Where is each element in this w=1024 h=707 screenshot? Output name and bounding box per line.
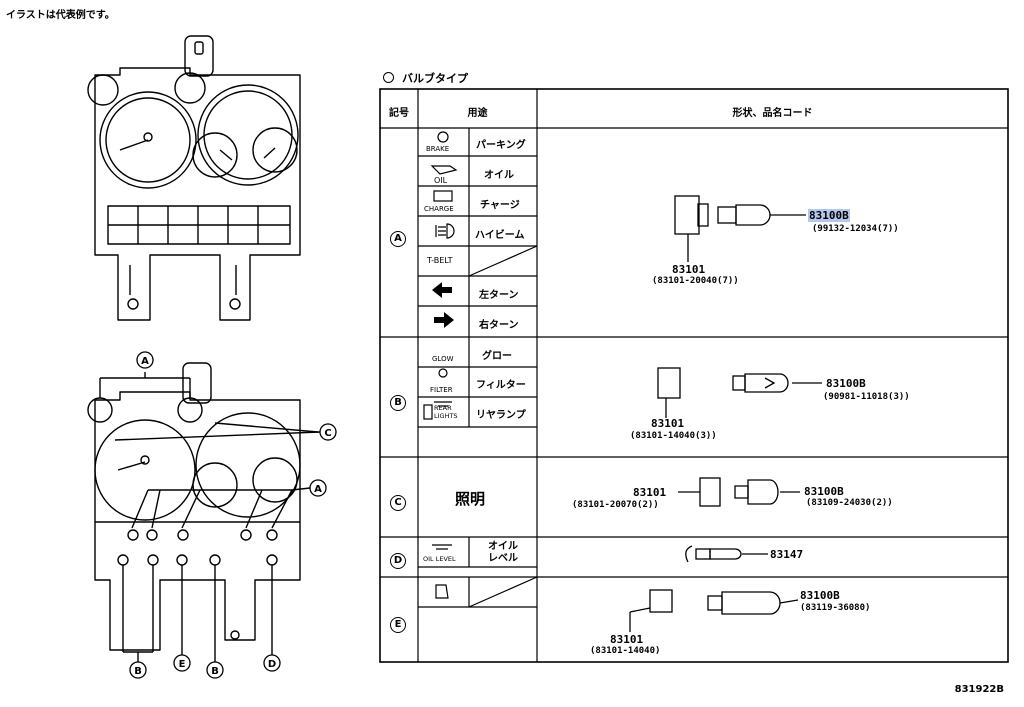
icon-label-glow: GLOW (432, 355, 454, 363)
bulb-a-drawing (735, 204, 771, 226)
socket-e-code: 83101 (610, 633, 644, 646)
bulb-e-sub: (83119-36080) (800, 603, 871, 613)
usage-high-beam: ハイビーム (475, 230, 525, 241)
icon-label-filter: FILTER (430, 386, 453, 394)
bulb-d-code: 83147 (770, 548, 804, 561)
symbol-b: B (390, 390, 406, 411)
oil-can-icon (430, 165, 458, 175)
bulb-b-code: 83100B (826, 377, 866, 390)
document-number: 831922B (954, 684, 1004, 695)
socket-e-drawing (649, 589, 673, 613)
bulb-c-drawing (747, 479, 779, 505)
header-symbol: 記号 (389, 108, 409, 119)
icon-label-oil-level: OIL LEVEL (423, 555, 456, 563)
symbol-c: C (390, 490, 406, 511)
oil-level-icon (432, 544, 452, 550)
socket-a-code: 83101 (672, 263, 706, 276)
symbol-d: D (390, 548, 406, 569)
bulb-e-drawing (721, 591, 781, 615)
socket-a-sub: (83101-20040(7)) (652, 276, 739, 286)
caption-bullet-icon (383, 72, 394, 83)
usage-rear-lamp: リヤランプ (476, 410, 526, 421)
usage-charge: チャージ (480, 200, 520, 211)
bulb-a-sub: (99132-12034(7)) (812, 224, 899, 234)
high-beam-icon (435, 223, 455, 239)
rear-lights-icon (423, 404, 433, 420)
bulb-d-drawing (709, 548, 742, 560)
left-turn-arrow-icon (432, 282, 452, 298)
figure-label-e: E (179, 659, 186, 670)
socket-c-drawing (699, 477, 721, 507)
symbol-a: A (390, 226, 406, 247)
figure-label-b-1: B (134, 666, 142, 677)
seatbelt-icon (435, 584, 449, 599)
wire-d-drawing (685, 545, 693, 563)
fuel-filter-icon (434, 401, 452, 407)
figure-label-a-right: A (314, 484, 322, 495)
icon-label-brake: BRAKE (426, 145, 450, 153)
battery-icon (433, 190, 453, 202)
icon-label-tbelt: T-BELT (427, 256, 453, 265)
icon-label-oil: OIL (434, 176, 448, 185)
socket-a-drawing (674, 195, 700, 235)
bulb-c-code: 83100B (804, 485, 844, 498)
figure-label-d: D (268, 659, 276, 670)
usage-glow: グロー (482, 351, 512, 362)
header-usage: 用途 (467, 108, 488, 119)
illustration-note: イラストは代表例です。 (6, 10, 115, 21)
bulb-e-code: 83100B (800, 589, 840, 602)
glow-plug-icon (438, 368, 448, 378)
usage-left-turn: 左ターン (479, 290, 519, 301)
bulb-b-drawing (744, 373, 789, 393)
figure-label-c: C (324, 428, 331, 439)
bulb-c-sub: (83109-24030(2)) (806, 498, 893, 508)
usage-oil: オイル (484, 170, 514, 181)
usage-right-turn: 右ターン (479, 320, 519, 331)
icon-label-charge: CHARGE (424, 205, 454, 213)
right-turn-arrow-icon (434, 312, 454, 328)
caption-text: バルブタイプ (402, 72, 468, 85)
figure-label-b-2: B (211, 666, 219, 677)
bulb-a-code: 83100B (808, 209, 850, 222)
bulb-b-sub: (90981-11018(3)) (823, 392, 910, 402)
symbol-e: E (390, 612, 406, 633)
parking-brake-icon (437, 131, 449, 143)
socket-b-drawing (657, 367, 681, 399)
socket-b-code: 83101 (651, 417, 685, 430)
socket-e-sub: (83101-14040) (590, 646, 661, 656)
figure-label-a-top: A (141, 356, 149, 367)
usage-oil-level: オイル レベル (488, 541, 518, 564)
usage-parking: パーキング (476, 140, 526, 151)
icon-label-rear-lights: REAR LIGHTS (434, 404, 458, 420)
usage-illumination: 照明 (455, 490, 486, 508)
header-shape-code: 形状、品名コード (732, 108, 813, 119)
socket-c-code: 83101 (633, 486, 667, 499)
table-caption: バルブタイプ (383, 70, 468, 86)
socket-b-sub: (83101-14040(3)) (630, 431, 717, 441)
usage-filter: フィルター (476, 380, 526, 391)
socket-c-sub: (83101-20070(2)) (572, 500, 659, 510)
